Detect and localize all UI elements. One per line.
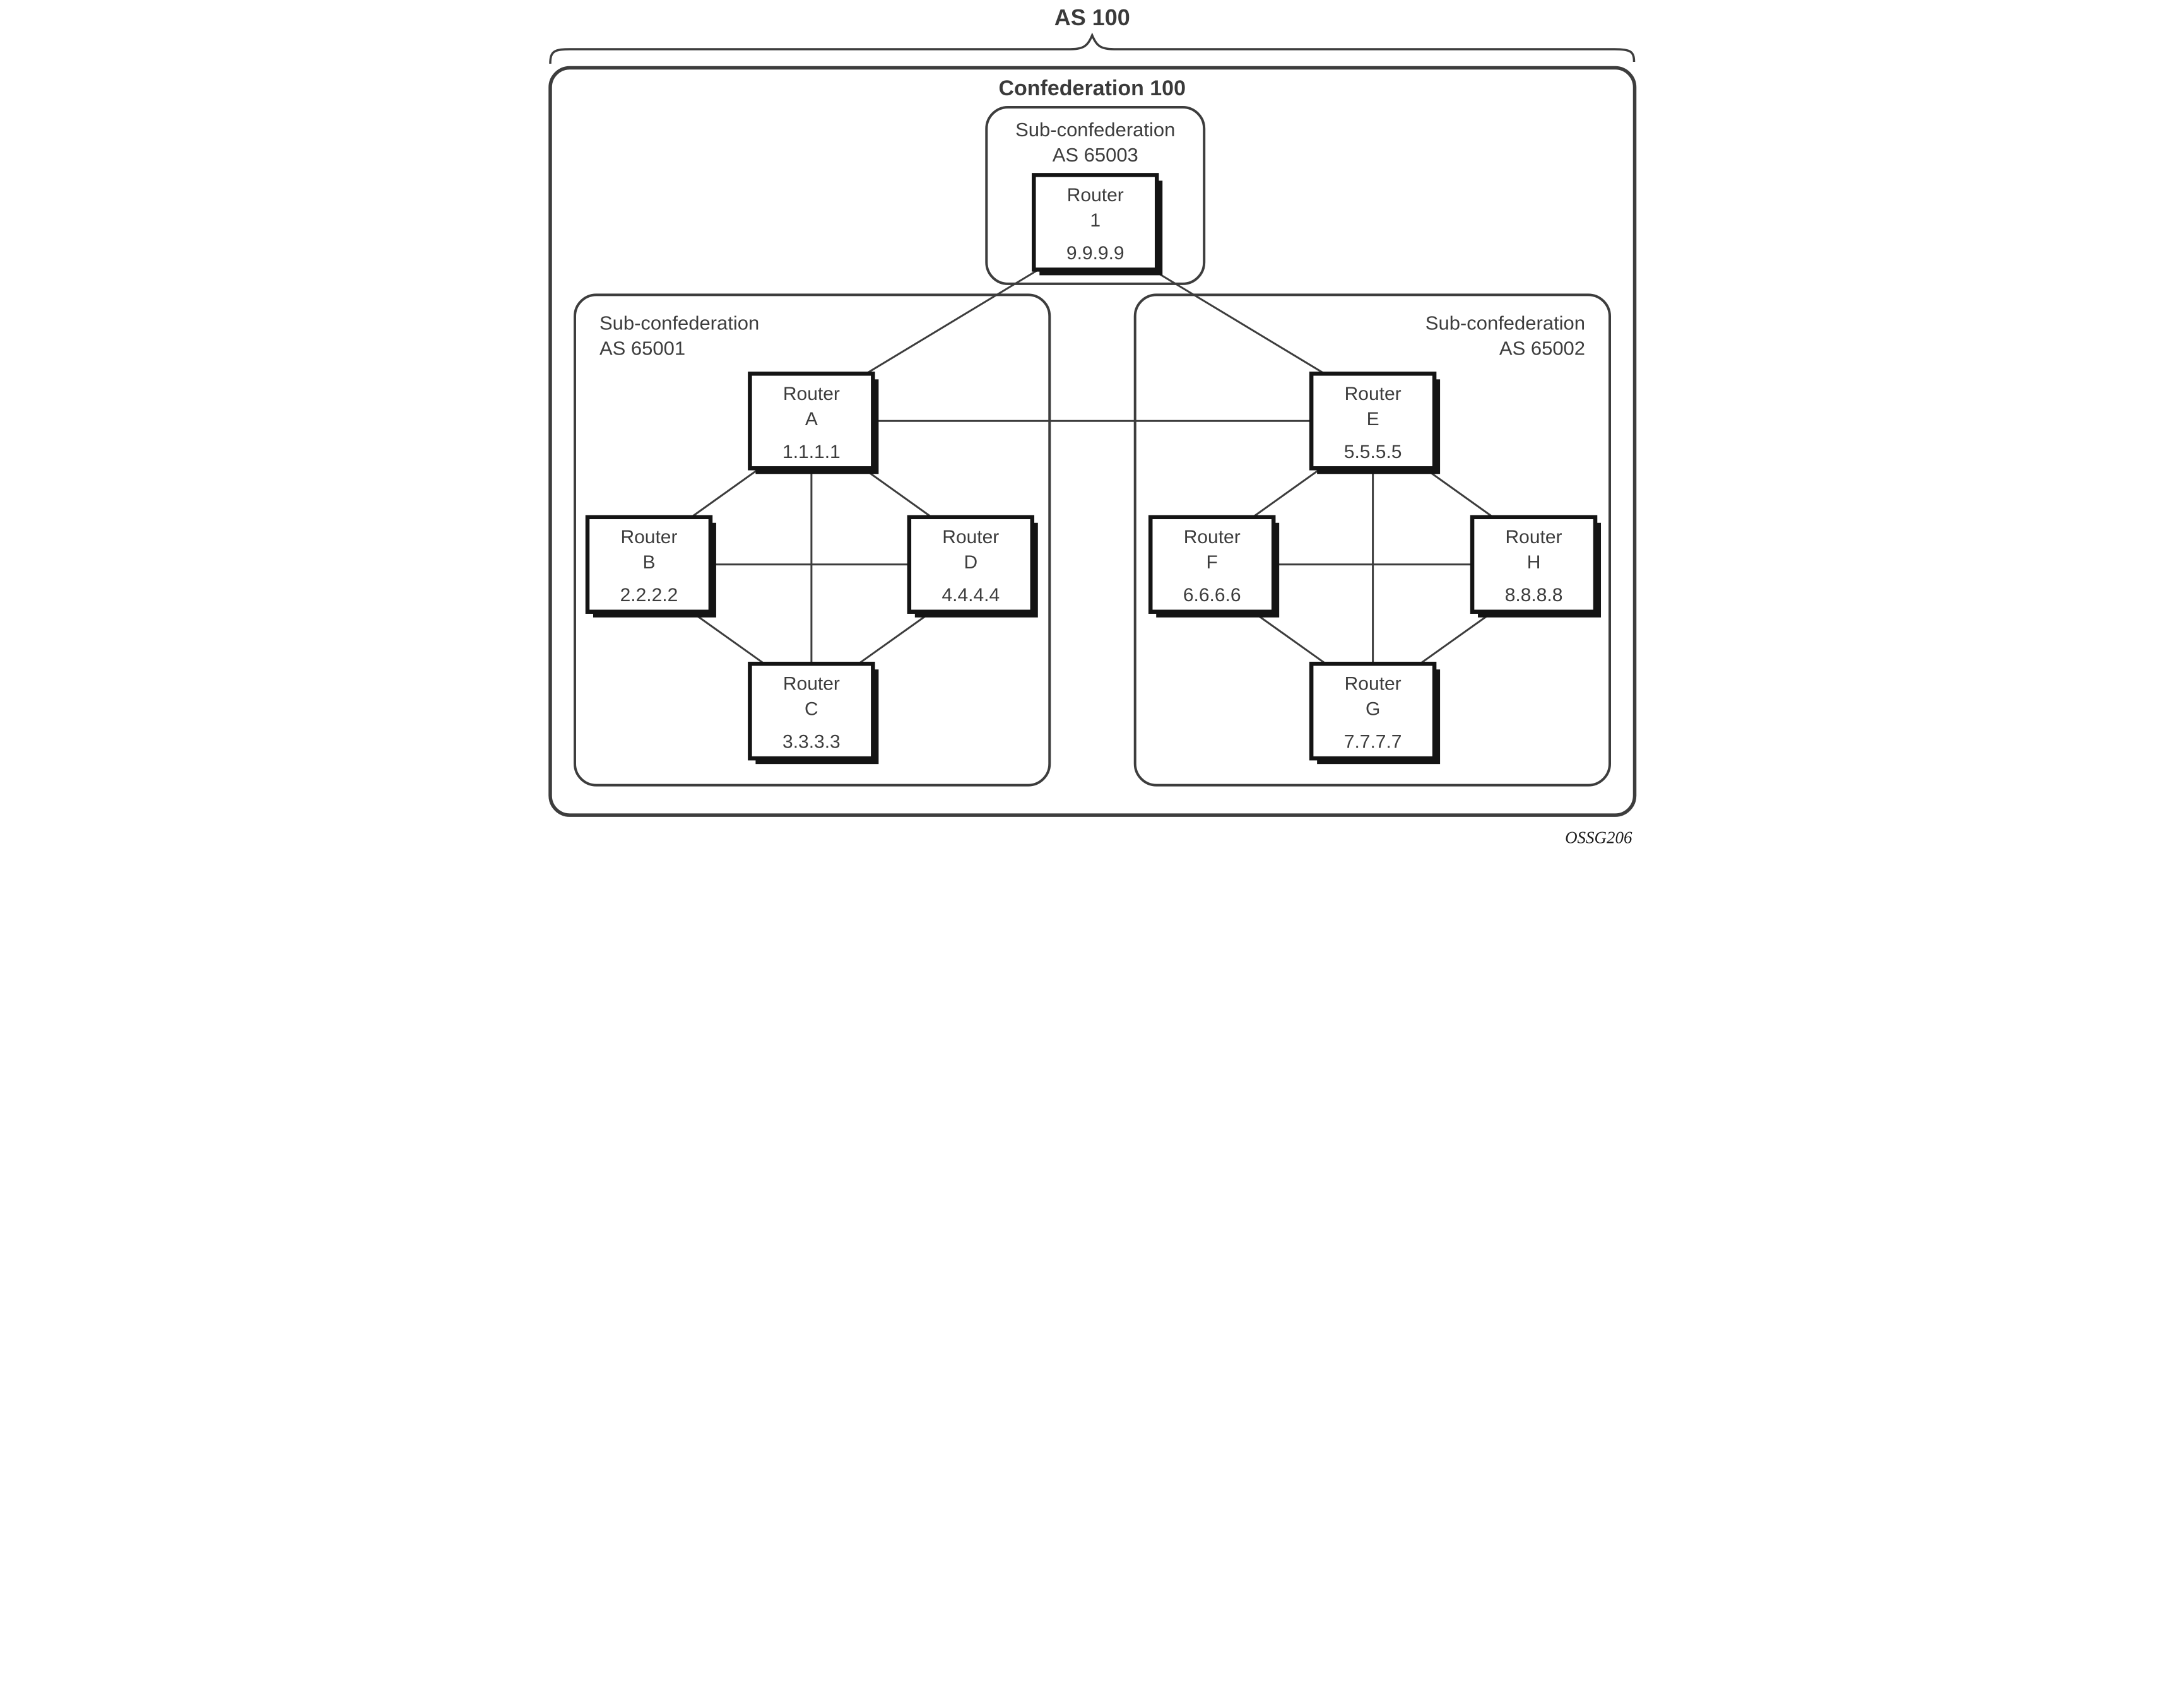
router-f-box: [1148, 515, 1275, 614]
router-node-f: Router F 6.6.6.6: [1148, 515, 1279, 618]
link-a-d: [863, 468, 931, 517]
router-e-title: Router: [1344, 384, 1401, 404]
router-node-h: Router H 8.8.8.8: [1470, 515, 1601, 618]
router-c-title: Router: [782, 674, 839, 695]
router-1-box: [1031, 173, 1159, 272]
router-f-ip: 6.6.6.6: [1183, 585, 1241, 606]
link-d-c: [856, 611, 931, 666]
sub-confederation-as65001-label-line1: Sub-confederation: [599, 312, 758, 334]
as-title: AS 100: [1054, 4, 1130, 30]
router-d-title: Router: [942, 527, 999, 548]
router-node-e: Router E 5.5.5.5: [1309, 372, 1440, 474]
sub-confederation-as65002-label-line2: AS 65002: [1499, 337, 1585, 359]
router-a-ip: 1.1.1.1: [782, 442, 841, 462]
router-c-box: [747, 661, 875, 761]
link-b-c: [691, 611, 766, 666]
as-scope-brace-icon: [548, 32, 1635, 64]
router-b-id: B: [642, 552, 655, 573]
confederation-title: Confederation 100: [998, 76, 1185, 100]
router-h-ip: 8.8.8.8: [1504, 585, 1562, 606]
router-g-ip: 7.7.7.7: [1343, 732, 1402, 753]
bgp-confederation-diagram: AS 100 Confederation 100 Sub-confederati…: [548, 4, 1636, 847]
router-f-title: Router: [1183, 527, 1240, 548]
router-b-box: [585, 515, 712, 614]
router-a-title: Router: [782, 384, 839, 404]
router-1-id: 1: [1090, 210, 1101, 231]
router-node-c: Router C 3.3.3.3: [747, 661, 878, 765]
router-b-title: Router: [620, 527, 677, 548]
router-d-id: D: [964, 552, 977, 573]
link-1-a: [863, 269, 1037, 377]
router-h-title: Router: [1505, 527, 1562, 548]
sub-confederation-as65003-label-line1: Sub-confederation: [1015, 119, 1175, 141]
bgp-confederation-page: AS 100 Confederation 100 Sub-confederati…: [546, 0, 1638, 848]
figure-id-watermark: OSSG206: [1565, 828, 1632, 847]
router-f-id: F: [1206, 552, 1217, 573]
router-e-id: E: [1366, 409, 1379, 430]
router-e-ip: 5.5.5.5: [1343, 442, 1402, 462]
sub-confederation-as65003-label-line2: AS 65003: [1052, 144, 1138, 166]
router-node-g: Router G 7.7.7.7: [1309, 661, 1440, 765]
router-h-box: [1470, 515, 1597, 614]
router-d-ip: 4.4.4.4: [941, 585, 1000, 606]
sub-confederation-as65002-label-line1: Sub-confederation: [1425, 312, 1585, 334]
link-1-e: [1152, 269, 1328, 377]
router-h-id: H: [1526, 552, 1540, 573]
router-d-box: [907, 515, 1034, 614]
router-a-id: A: [805, 409, 817, 430]
link-e-f: [1253, 468, 1321, 517]
sub-confederation-as65001-label-line2: AS 65001: [599, 337, 685, 359]
router-e-box: [1309, 372, 1436, 471]
router-1-ip: 9.9.9.9: [1066, 243, 1124, 264]
link-a-b: [691, 468, 759, 517]
router-node-1: Router 1 9.9.9.9: [1031, 173, 1162, 276]
router-g-box: [1309, 661, 1436, 761]
router-node-b: Router B 2.2.2.2: [585, 515, 716, 618]
router-g-id: G: [1365, 699, 1379, 720]
link-e-h: [1425, 468, 1492, 517]
router-g-title: Router: [1344, 674, 1401, 695]
link-f-g: [1253, 611, 1328, 666]
router-a-box: [747, 372, 875, 471]
link-h-g: [1417, 611, 1492, 666]
router-1-title: Router: [1066, 185, 1123, 206]
router-node-d: Router D 4.4.4.4: [907, 515, 1038, 618]
router-b-ip: 2.2.2.2: [620, 585, 678, 606]
router-c-id: C: [805, 699, 818, 720]
links: [691, 269, 1492, 666]
router-c-ip: 3.3.3.3: [782, 732, 841, 753]
router-node-a: Router A 1.1.1.1: [747, 372, 878, 474]
